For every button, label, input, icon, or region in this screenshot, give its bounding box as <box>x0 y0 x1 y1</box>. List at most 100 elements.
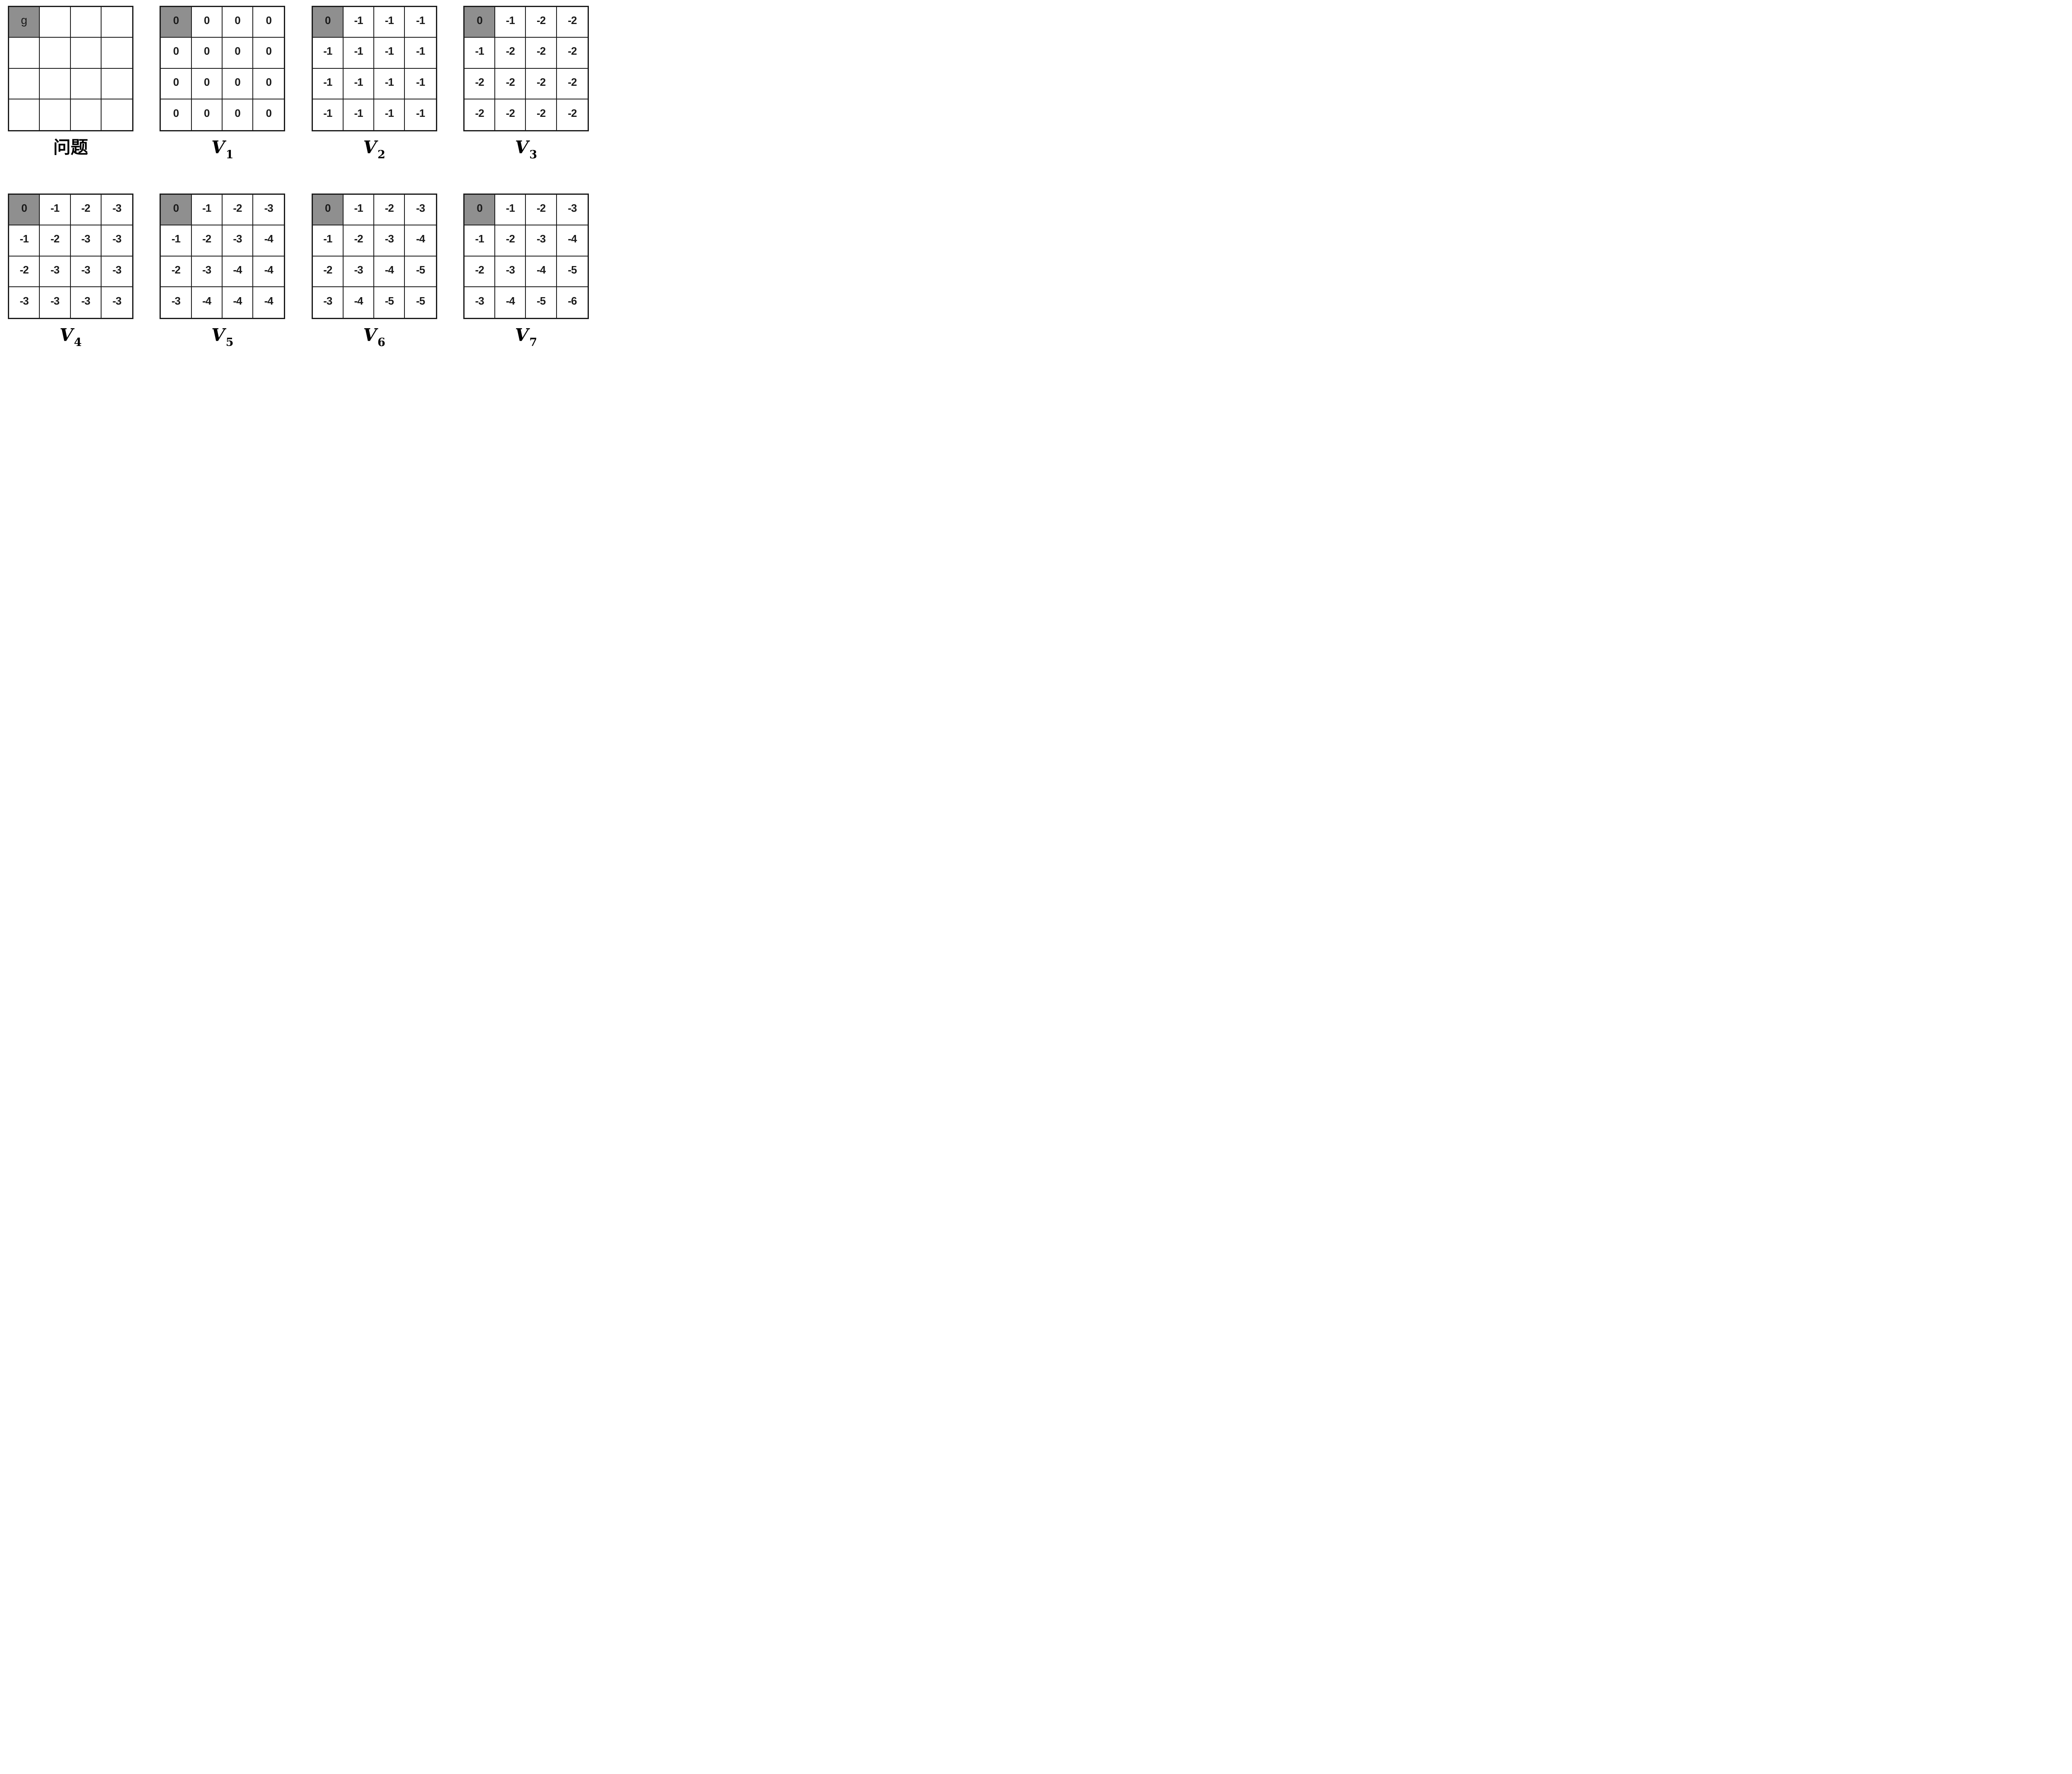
cell-value-v6-r2c0: -2 <box>323 263 332 276</box>
cell-v7-r3c1: -4 <box>495 287 526 318</box>
cell-value-v5-r1c2: -3 <box>233 232 242 245</box>
cell-v3-r2c3: -2 <box>557 69 588 99</box>
cell-v6-r0c1: -1 <box>343 195 375 226</box>
cell-value-v3-r3c1: -2 <box>506 106 515 119</box>
caption-subscript-v5: 5 <box>225 336 234 349</box>
cell-v5-r1c0: -1 <box>161 225 192 257</box>
cell-value-v6-r2c3: -5 <box>416 263 425 276</box>
cell-value-v4-r2c2: -3 <box>81 263 90 276</box>
cell-value-v1-r2c1: 0 <box>203 75 210 88</box>
cell-value-v5-r2c2: -4 <box>233 263 242 276</box>
caption-subscript-v3: 3 <box>529 148 537 161</box>
cell-v5-r2c1: -3 <box>191 256 223 287</box>
cell-value-v3-r0c2: -2 <box>537 14 546 27</box>
cell-value-v6-r2c1: -3 <box>354 263 363 276</box>
cell-v4-r1c2: -3 <box>70 225 102 257</box>
cell-v4-r2c2: -3 <box>70 256 102 287</box>
cell-value-v5-r0c1: -1 <box>202 202 211 215</box>
cell-v6-r2c3: -5 <box>405 257 436 287</box>
cell-v5-r0c3: -3 <box>253 195 284 226</box>
cell-value-v1-r2c0: 0 <box>173 75 179 88</box>
cell-v3-r3c1: -2 <box>495 99 526 130</box>
cell-value-v6-r0c2: -2 <box>385 202 394 215</box>
cell-value-v4-r2c0: -2 <box>19 263 29 276</box>
cell-v3-r0c2: -2 <box>526 7 557 38</box>
cell-value-v5-r0c3: -3 <box>264 202 274 215</box>
cell-v1-r2c0: 0 <box>161 68 192 99</box>
cell-value-v5-r3c0: -3 <box>171 294 181 307</box>
cell-v5-r3c2: -4 <box>223 287 254 318</box>
cell-value-v2-r3c2: -1 <box>385 106 394 119</box>
cell-problem-r1c2 <box>70 38 102 69</box>
cell-value-v6-r0c3: -3 <box>416 202 425 215</box>
cell-v4-r2c1: -3 <box>40 256 71 287</box>
cell-value-v5-r2c3: -4 <box>264 263 274 276</box>
cell-value-v4-r0c0: 0 <box>21 202 27 215</box>
caption-text-v4: V <box>59 325 73 345</box>
cell-problem-r2c0 <box>9 68 40 99</box>
cell-v4-r1c1: -2 <box>40 225 71 257</box>
cell-v4-r3c3: -3 <box>102 287 132 318</box>
cell-v4-r3c0: -3 <box>9 287 40 318</box>
cell-value-v3-r0c1: -1 <box>506 14 515 27</box>
cell-value-v1-r2c3: 0 <box>266 75 272 88</box>
cell-v6-r2c1: -3 <box>343 256 375 287</box>
cell-value-v3-r2c2: -2 <box>537 75 546 88</box>
cell-v1-r3c0: 0 <box>161 99 192 130</box>
caption-text-v5: V <box>211 325 225 345</box>
cell-value-v4-r3c0: -3 <box>19 294 29 307</box>
cell-value-v5-r1c0: -1 <box>171 232 181 245</box>
cell-value-v4-r1c2: -3 <box>81 232 90 245</box>
cell-value-v3-r2c1: -2 <box>506 75 515 88</box>
cell-value-v7-r2c3: -5 <box>568 263 577 276</box>
cell-value-v5-r2c1: -3 <box>202 263 211 276</box>
goal-cell-v6-r0c0: 0 <box>312 195 344 226</box>
cell-value-v5-r3c3: -4 <box>264 294 274 307</box>
cell-v7-r1c0: -1 <box>464 225 496 257</box>
cell-problem-r2c3 <box>101 69 132 99</box>
cell-v2-r2c3: -1 <box>405 69 436 99</box>
cell-v5-r1c3: -4 <box>253 225 284 257</box>
grid-v4: 0-1-2-3-1-2-3-3-2-3-3-3-3-3-3-3 <box>8 194 133 319</box>
cell-problem-r3c0 <box>9 99 40 130</box>
cell-v7-r1c2: -3 <box>526 225 557 257</box>
cell-value-v7-r3c3: -6 <box>568 294 577 307</box>
cell-v5-r3c0: -3 <box>161 287 192 318</box>
cell-v6-r3c1: -4 <box>344 287 375 318</box>
cell-value-v4-r3c1: -3 <box>50 294 60 307</box>
cell-v3-r1c3: -2 <box>557 38 588 69</box>
cell-value-v1-r0c1: 0 <box>203 14 210 27</box>
cell-value-v4-r2c3: -3 <box>112 263 121 276</box>
cell-value-v6-r0c1: -1 <box>354 202 363 215</box>
cell-v2-r1c0: -1 <box>312 38 344 69</box>
cell-v6-r1c1: -2 <box>343 225 375 257</box>
cell-v2-r0c1: -1 <box>343 7 375 38</box>
cell-v3-r2c2: -2 <box>526 68 557 99</box>
caption-problem: 问题 <box>53 138 88 161</box>
cell-problem-r1c1 <box>40 38 71 69</box>
panel-problem: g 问题 <box>8 6 133 161</box>
cell-v4-r2c0: -2 <box>9 256 40 287</box>
caption-text-v3: V <box>515 137 529 157</box>
cell-v5-r0c1: -1 <box>191 195 223 226</box>
cell-v6-r1c2: -3 <box>374 225 405 257</box>
cell-value-v7-r2c2: -4 <box>537 263 546 276</box>
cell-v6-r2c0: -2 <box>312 256 344 287</box>
goal-cell-problem-r0c0: g <box>9 7 40 38</box>
grid-problem: g <box>8 6 133 131</box>
cell-v3-r3c0: -2 <box>465 99 496 130</box>
cell-v4-r3c2: -3 <box>71 287 102 318</box>
cell-value-v2-r1c2: -1 <box>385 45 394 58</box>
cell-value-v7-r3c1: -4 <box>506 294 515 307</box>
cell-value-v7-r3c0: -3 <box>475 294 484 307</box>
cell-value-v5-r1c3: -4 <box>264 232 274 245</box>
